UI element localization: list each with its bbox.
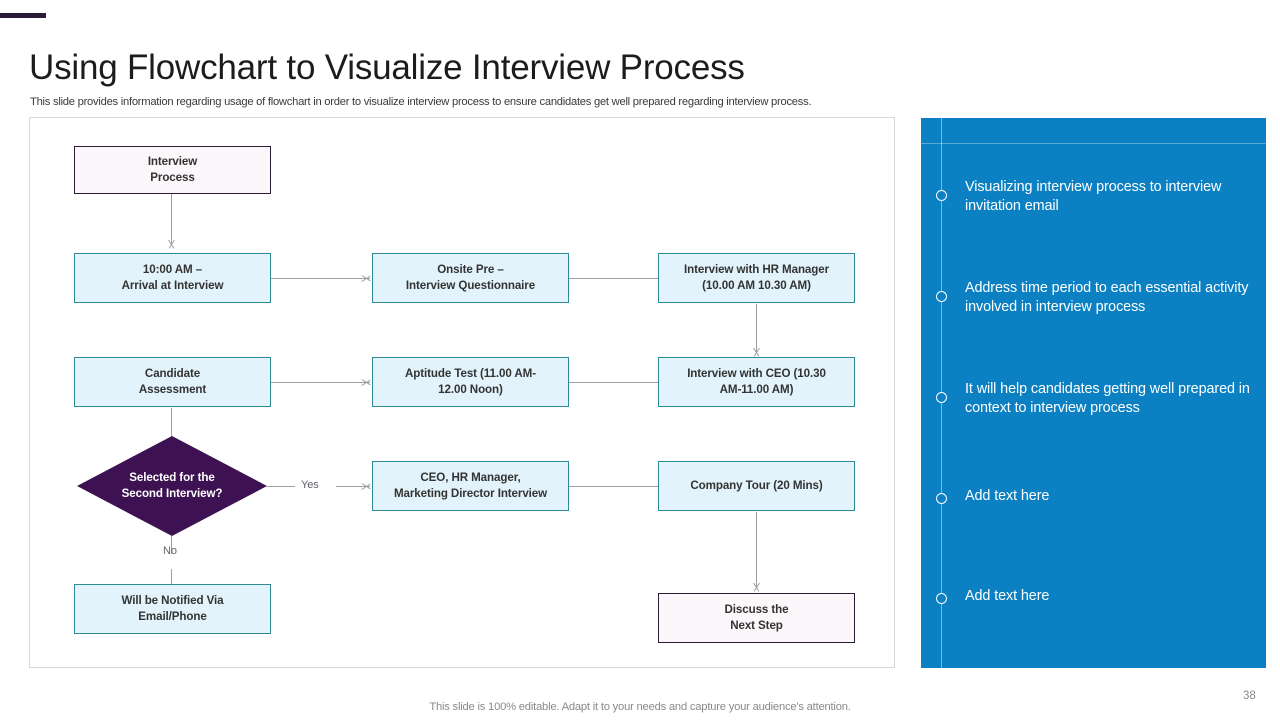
connector-panel-to-tour [569, 486, 668, 487]
arrowhead-assessment-to-aptitude [362, 377, 371, 388]
flow-node-decision-second-interview[interactable]: Selected for the Second Interview? [77, 436, 267, 536]
connector-onsite-to-hr [569, 278, 668, 279]
page-number: 38 [1243, 690, 1256, 702]
side-panel-bullet-4-text: Add text here [965, 488, 1050, 504]
connector-start-to-arrival [171, 194, 172, 245]
flow-node-company-tour-label: Company Tour (20 Mins) [690, 478, 823, 492]
page-title: Using Flowchart to Visualize Interview P… [29, 48, 745, 88]
flow-node-onsite-questionnaire-label: Onsite Pre – Interview Questionnaire [405, 262, 536, 292]
flow-node-panel-interview-label: CEO, HR Manager, Marketing Director Inte… [393, 470, 548, 500]
connector-decision-no-stub [171, 536, 172, 554]
flow-node-company-tour[interactable]: Company Tour (20 Mins) [658, 461, 855, 511]
flow-node-notified[interactable]: Will be Notified Via Email/Phone [74, 584, 271, 634]
circle-bullet-icon [936, 291, 947, 302]
flow-node-discuss-next-step-label: Discuss the Next Step [724, 602, 789, 632]
flow-node-arrival-label: 10:00 AM – Arrival at Interview [121, 262, 224, 292]
circle-bullet-icon [936, 392, 947, 403]
side-panel-bullet-1-text: Visualizing interview process to intervi… [965, 179, 1222, 215]
arrowhead-decision-to-panel [362, 481, 371, 492]
page-subtitle: This slide provides information regardin… [30, 96, 812, 109]
flow-node-candidate-assessment[interactable]: Candidate Assessment [74, 357, 271, 407]
flow-node-candidate-assessment-label: Candidate Assessment [138, 366, 207, 396]
side-panel-bullet-2-text: Address time period to each essential ac… [965, 280, 1249, 316]
connector-decision-yes-stub [267, 486, 295, 487]
connector-hr-to-ceo [756, 304, 757, 353]
arrowhead-start-to-arrival [166, 240, 177, 249]
side-panel: Visualizing interview process to intervi… [921, 118, 1266, 668]
flow-node-ceo-interview-label: Interview with CEO (10.30 AM-11.00 AM) [687, 366, 826, 396]
flow-node-notified-label: Will be Notified Via Email/Phone [121, 593, 224, 623]
connector-decision-to-notified [171, 569, 172, 594]
flow-node-hr-interview-label: Interview with HR Manager (10.00 AM 10.3… [683, 262, 830, 292]
circle-bullet-icon [936, 190, 947, 201]
flow-node-start[interactable]: Interview Process [74, 146, 271, 194]
connector-arrival-to-onsite [271, 278, 370, 279]
connector-assessment-to-aptitude [271, 382, 370, 383]
edge-label-yes: Yes [301, 479, 319, 491]
connector-assessment-to-decision [171, 408, 172, 454]
flow-node-arrival[interactable]: 10:00 AM – Arrival at Interview [74, 253, 271, 303]
connector-decision-to-panel [336, 486, 370, 487]
flow-node-discuss-next-step[interactable]: Discuss the Next Step [658, 593, 855, 643]
flow-node-decision-label: Selected for the Second Interview? [121, 470, 223, 500]
arrowhead-arrival-to-onsite [362, 273, 371, 284]
side-panel-bullet-5-text: Add text here [965, 588, 1050, 604]
circle-bullet-icon [936, 593, 947, 604]
connector-aptitude-to-ceo [569, 382, 668, 383]
circle-bullet-icon [936, 493, 947, 504]
flow-node-onsite-questionnaire[interactable]: Onsite Pre – Interview Questionnaire [372, 253, 569, 303]
edge-label-no: No [163, 545, 177, 557]
side-panel-bullet-3-text: It will help candidates getting well pre… [965, 381, 1250, 417]
flow-node-ceo-interview[interactable]: Interview with CEO (10.30 AM-11.00 AM) [658, 357, 855, 407]
connector-tour-to-discuss [756, 512, 757, 588]
flow-node-panel-interview[interactable]: CEO, HR Manager, Marketing Director Inte… [372, 461, 569, 511]
arrowhead-tour-to-discuss [751, 583, 762, 592]
flow-node-aptitude-test-label: Aptitude Test (11.00 AM- 12.00 Noon) [405, 366, 536, 396]
flow-node-start-label: Interview Process [147, 154, 198, 184]
side-panel-divider [921, 143, 1266, 144]
arrowhead-hr-to-ceo [751, 348, 762, 357]
footer-note: This slide is 100% editable. Adapt it to… [429, 701, 851, 713]
flowchart-card: Yes No Interview Process 10:00 AM – Arri… [29, 117, 895, 668]
title-accent-bar [0, 13, 46, 18]
flow-node-aptitude-test[interactable]: Aptitude Test (11.00 AM- 12.00 Noon) [372, 357, 569, 407]
flow-node-hr-interview[interactable]: Interview with HR Manager (10.00 AM 10.3… [658, 253, 855, 303]
